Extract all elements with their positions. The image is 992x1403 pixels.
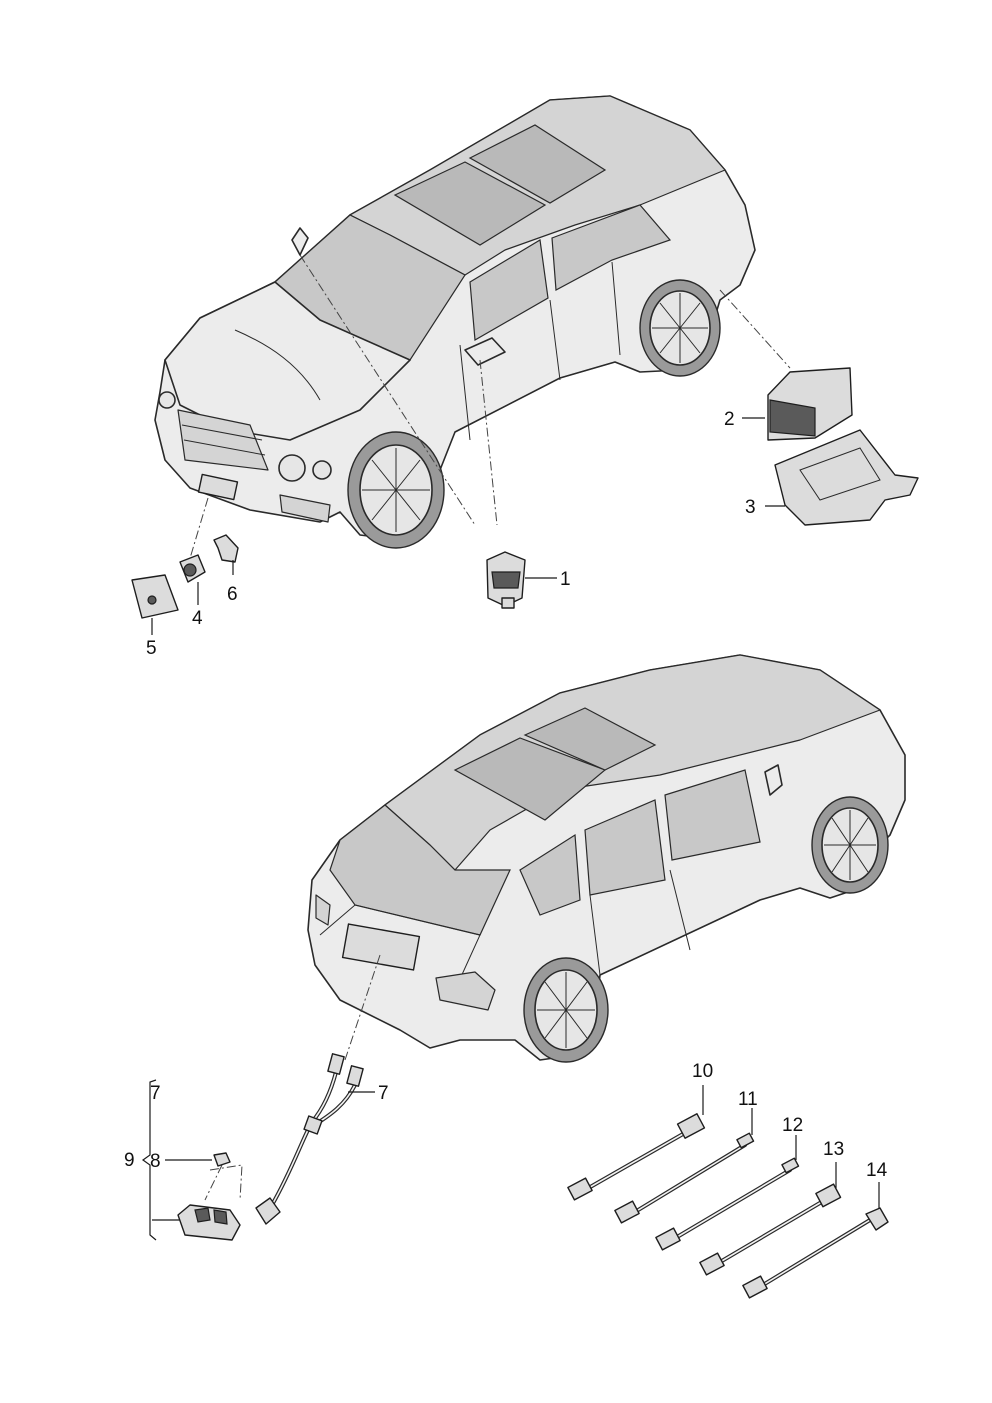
- part-1-sensor: 1: [486, 551, 571, 609]
- part-3-mounting-bracket: 3: [745, 429, 919, 526]
- callout-2: 2: [724, 409, 735, 430]
- callout-12: 12: [782, 1115, 803, 1136]
- part-4-front-camera: 4: [179, 554, 206, 629]
- rear-reference-lines: [204, 954, 381, 1201]
- callout-7-group: 7: [150, 1083, 161, 1104]
- part-group-9-rear-camera-assembly: 7 9 8: [124, 1079, 241, 1241]
- callout-7-harness: 7: [378, 1083, 389, 1104]
- callout-5: 5: [146, 638, 157, 659]
- part-7-wiring-harness: 7: [255, 1053, 389, 1225]
- part-13-cable: 13: [699, 1139, 844, 1276]
- callout-11: 11: [738, 1089, 758, 1110]
- callout-13: 13: [823, 1139, 844, 1160]
- part-12-cable: 12: [655, 1115, 803, 1251]
- part-10-cable: 10: [567, 1061, 713, 1201]
- callout-1: 1: [560, 569, 571, 590]
- callout-8: 8: [150, 1151, 161, 1172]
- callout-14: 14: [866, 1160, 888, 1181]
- callout-4: 4: [192, 608, 203, 629]
- part-6-clip: 6: [213, 534, 239, 605]
- part-5-camera-cover: 5: [131, 574, 179, 659]
- callout-9: 9: [124, 1150, 135, 1171]
- part-11-cable: 11: [614, 1089, 758, 1224]
- vehicle-rear-view: [307, 654, 906, 1063]
- vehicle-front-view: [154, 95, 756, 549]
- part-14-cable: 14: [742, 1160, 889, 1299]
- callout-3: 3: [745, 497, 756, 518]
- callout-10: 10: [692, 1061, 713, 1082]
- part-2-control-module: 2: [724, 367, 853, 441]
- front-reference-lines: [187, 254, 791, 566]
- callout-6: 6: [227, 584, 238, 605]
